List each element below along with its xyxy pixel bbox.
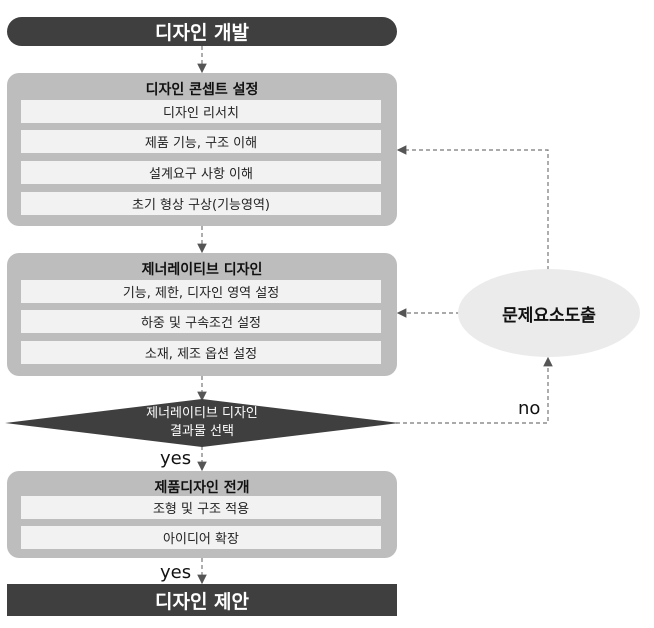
decision-diamond [5, 399, 399, 447]
concept-group: 디자인 콘셉트 설정 디자인 리서치 제품 기능, 구조 이해 설계요구 사항 … [7, 73, 397, 226]
arrow-problem-to-concept [396, 145, 549, 270]
generative-item-material: 소재, 제조 옵션 설정 [21, 341, 381, 364]
concept-group-title: 디자인 콘셉트 설정 [145, 82, 259, 98]
label-yes-2: yes [160, 562, 192, 583]
product-group: 제품디자인 전개 조형 및 구조 적용 아이디어 확장 [7, 471, 397, 558]
product-item-idea: 아이디어 확장 [21, 526, 381, 549]
product-group-title: 제품디자인 전개 [154, 480, 250, 496]
bottom-bar-label: 디자인 제안 [154, 590, 249, 613]
decision-text: 제너레이티브 디자인 결과물 선택 [100, 403, 304, 443]
concept-item-research: 디자인 리서치 [21, 100, 381, 123]
label-no: no [518, 398, 541, 419]
generative-group-title: 제너레이티브 디자인 [141, 262, 263, 278]
decision-line1: 제너레이티브 디자인 [146, 406, 258, 421]
top-bar-label: 디자인 개발 [154, 22, 249, 44]
generative-item-load: 하중 및 구속조건 설정 [21, 310, 381, 333]
top-bar: 디자인 개발 [7, 17, 397, 46]
decision-line2: 결과물 선택 [170, 424, 234, 439]
concept-item-function: 제품 기능, 구조 이해 [21, 130, 381, 153]
product-item-form: 조형 및 구조 적용 [21, 496, 381, 519]
concept-item-requirements: 설계요구 사항 이해 [21, 161, 381, 184]
concept-item-initial-shape: 초기 형상 구상(기능영역) [21, 192, 381, 215]
problem-node-label: 문제요소도출 [502, 305, 596, 326]
generative-item-area: 기능, 제한, 디자인 영역 설정 [21, 280, 381, 303]
arrow-decision-to-problem [396, 356, 553, 424]
bottom-bar: 디자인 제안 [7, 584, 397, 616]
label-yes-1: yes [160, 448, 192, 469]
problem-node: 문제요소도출 [458, 269, 640, 357]
generative-group: 제너레이티브 디자인 기능, 제한, 디자인 영역 설정 하중 및 구속조건 설… [7, 253, 397, 376]
